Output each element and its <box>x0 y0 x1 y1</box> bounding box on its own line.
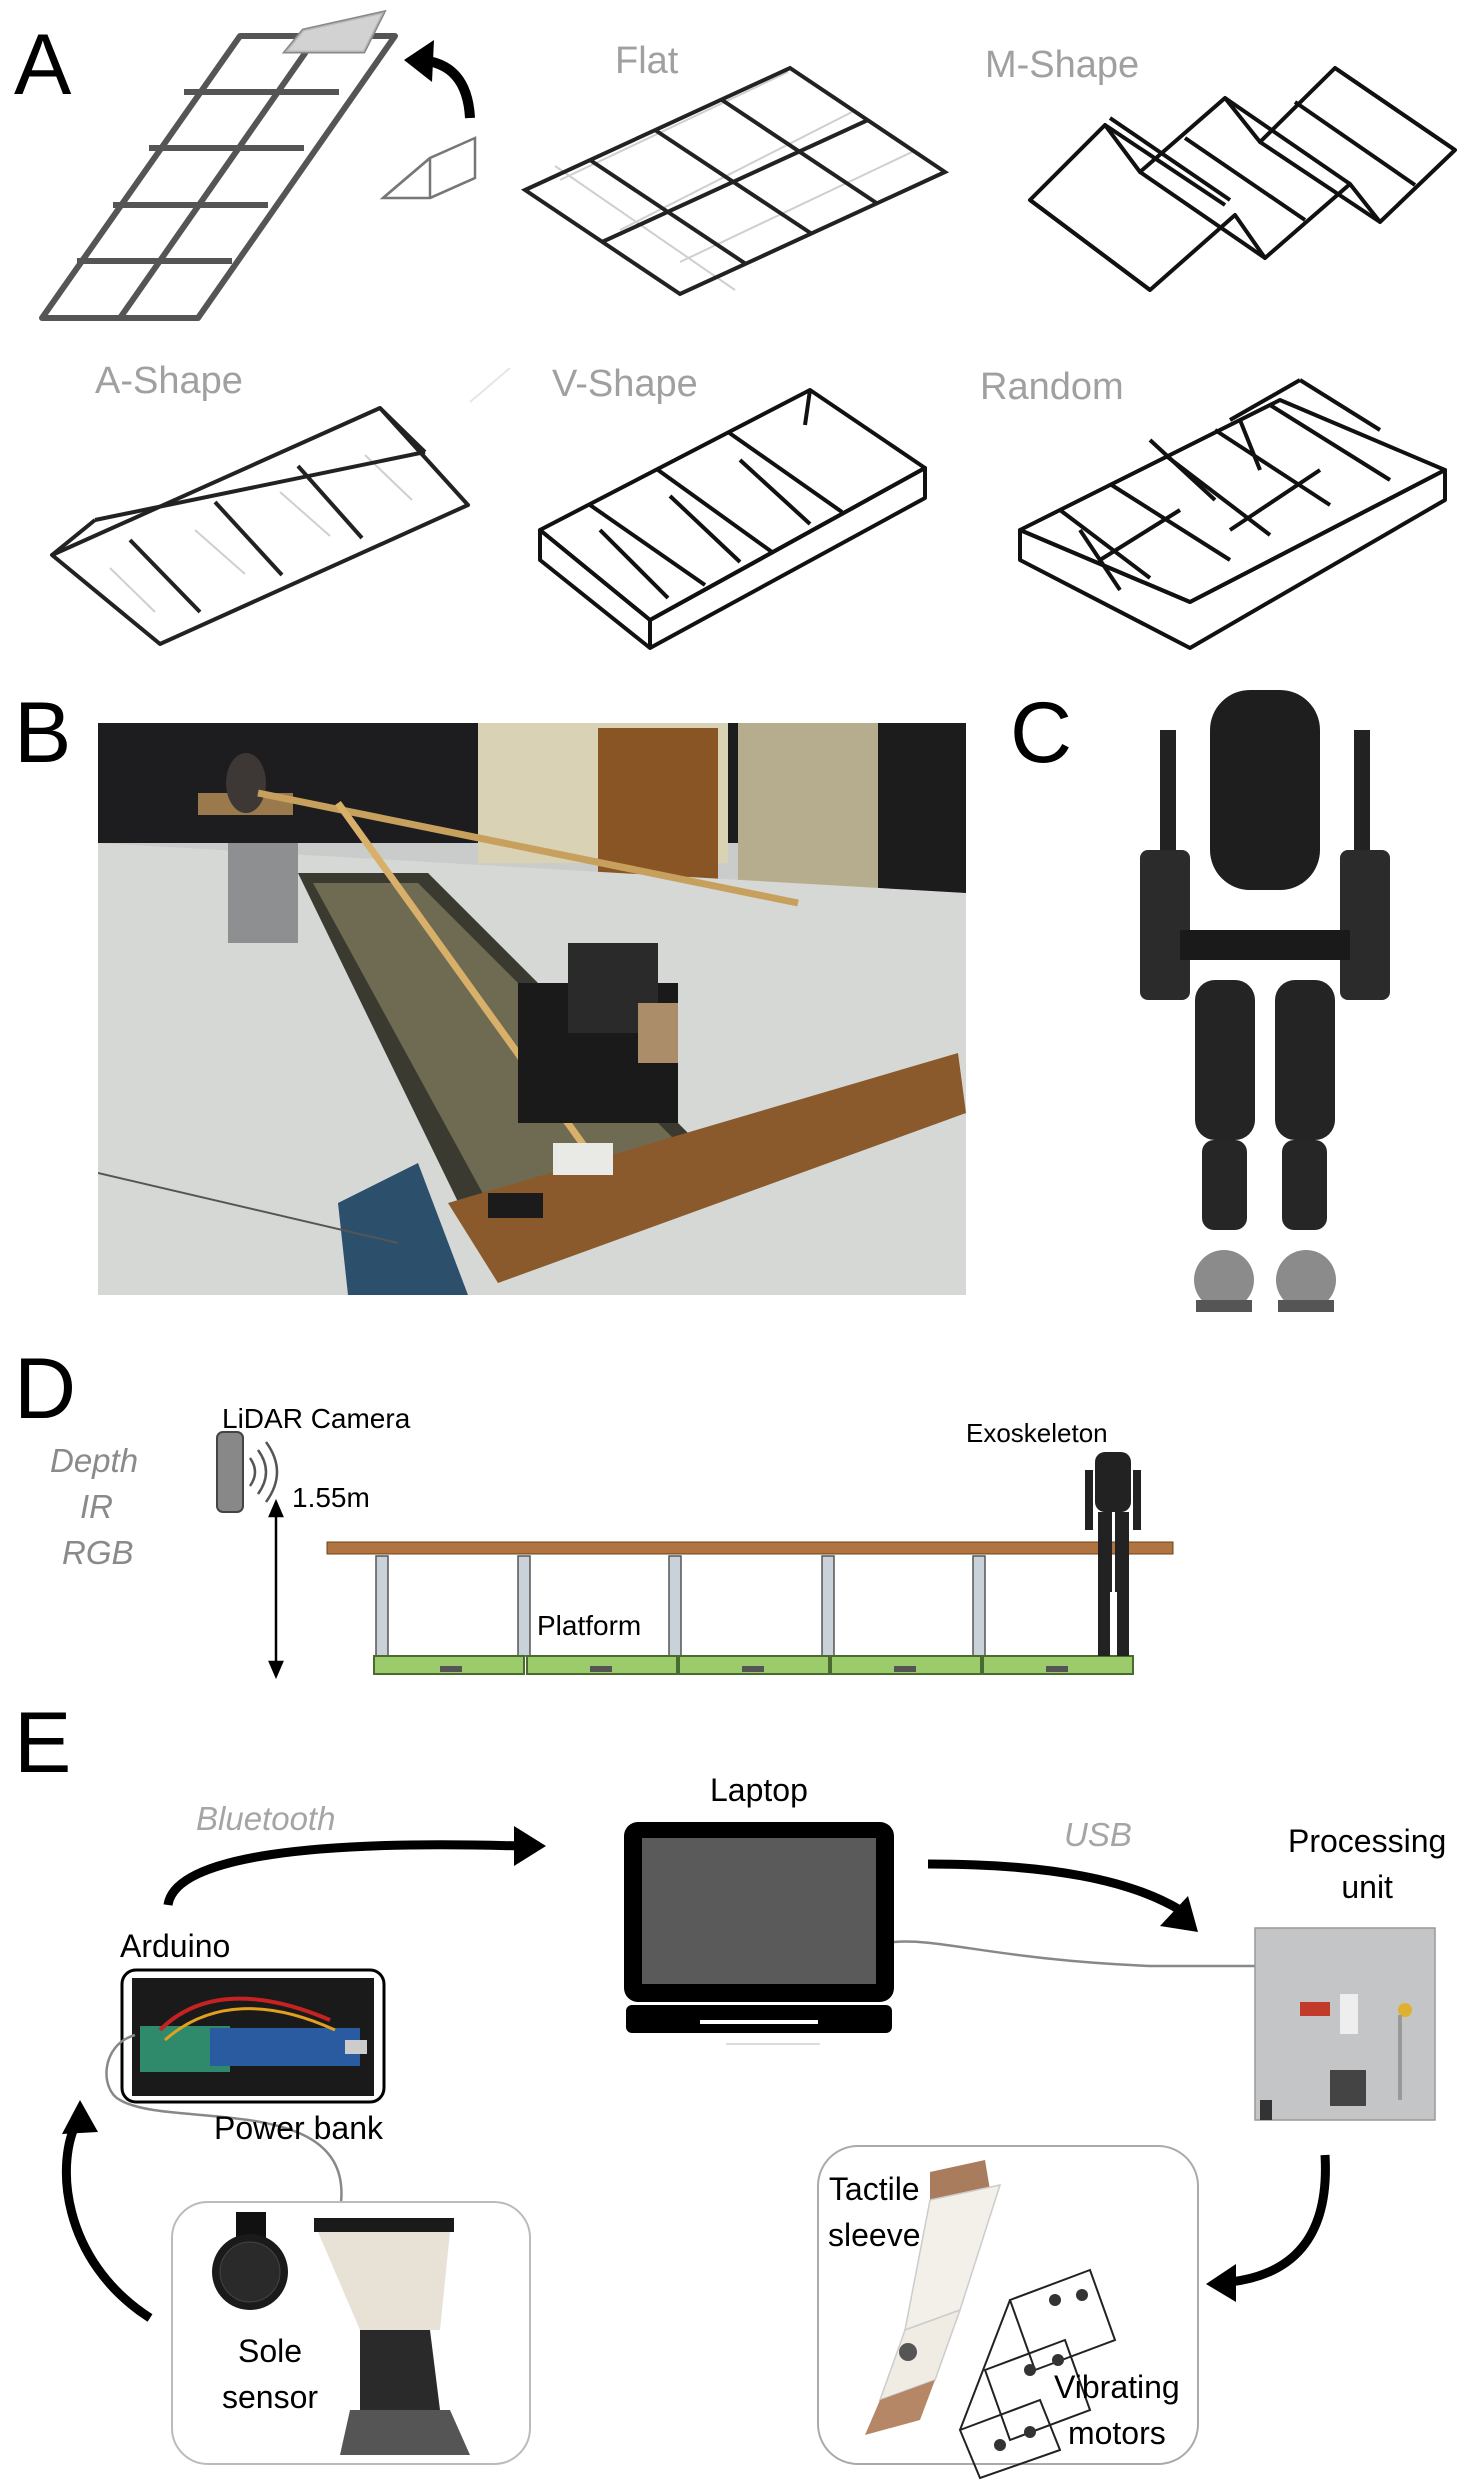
usb-arrow <box>927 1859 1198 1932</box>
v-shape-label: V-Shape <box>552 363 698 405</box>
bluetooth-arrow <box>163 1826 546 1907</box>
exoskeleton-label: Exoskeleton <box>966 1418 1108 1448</box>
panel-label-e: E <box>14 1695 72 1791</box>
lidar-camera-icon <box>216 1431 244 1513</box>
flat-shape-drawing <box>520 65 950 297</box>
sole-to-arduino-arrow <box>61 2100 153 2322</box>
a-shape-label: A-Shape <box>95 360 243 402</box>
platform-segments <box>373 1655 1134 1675</box>
hand-rail <box>326 1541 1174 1555</box>
tactile-sleeve-icon <box>865 2160 1002 2435</box>
usb-label: USB <box>1064 1816 1132 1853</box>
exoskeleton-photo <box>1120 680 1410 1320</box>
random-label: Random <box>980 366 1124 408</box>
power-bank-label: Power bank <box>214 2110 383 2146</box>
platform-label: Platform <box>537 1610 642 1641</box>
panel-label-c: C <box>1010 685 1073 781</box>
m-shape-drawing <box>1028 66 1457 292</box>
tactile-sleeve-label: Tactile sleeve <box>828 2171 921 2253</box>
bluetooth-label: Bluetooth <box>196 1800 336 1837</box>
panel-label-a: A <box>14 17 72 113</box>
faint-separator-line <box>469 367 511 403</box>
random-shape-drawing <box>1018 378 1447 650</box>
vibrating-motors-label: Vibrating motors <box>1054 2369 1180 2451</box>
sole-sensor-label: Sole sensor <box>222 2333 319 2415</box>
leg-photo-icon <box>314 2218 470 2455</box>
flat-label: Flat <box>615 40 679 82</box>
mode-ir-label: IR <box>80 1488 113 1525</box>
processing-unit-icon <box>1254 1927 1436 2121</box>
exoskeleton-icon <box>1085 1452 1141 1656</box>
arduino-label: Arduino <box>120 1928 231 1964</box>
m-shape-label: M-Shape <box>985 44 1140 86</box>
platform-shapes-drawing <box>39 9 1457 650</box>
a-shape-drawing <box>50 406 470 646</box>
laptop-icon <box>624 1822 894 2045</box>
laptop-label: Laptop <box>710 1772 808 1808</box>
mode-rgb-label: RGB <box>62 1534 134 1571</box>
signal-waves-icon <box>248 1441 279 1503</box>
processing-unit-label: Processing unit <box>1288 1823 1447 1905</box>
lab-setup-photo <box>98 723 966 1295</box>
vibrating-motors-icon <box>958 2268 1117 2480</box>
arduino-board-icon <box>132 1978 374 2096</box>
lidar-camera-label: LiDAR Camera <box>222 1403 411 1434</box>
height-arrow <box>268 1498 284 1680</box>
mode-depth-label: Depth <box>50 1442 139 1479</box>
processing-to-sleeve-arrow <box>1206 2154 1330 2302</box>
panel-label-b: B <box>14 685 72 781</box>
sole-sensor-icon <box>212 2212 288 2310</box>
wedge-drawing <box>379 136 477 200</box>
height-label: 1.55m <box>292 1482 370 1513</box>
setup-schematic <box>216 1431 1174 1680</box>
curved-arrow-icon <box>404 40 475 119</box>
v-shape-drawing <box>538 388 927 650</box>
panel-label-d: D <box>14 1341 77 1437</box>
tilted-tile-drawing <box>281 9 387 54</box>
